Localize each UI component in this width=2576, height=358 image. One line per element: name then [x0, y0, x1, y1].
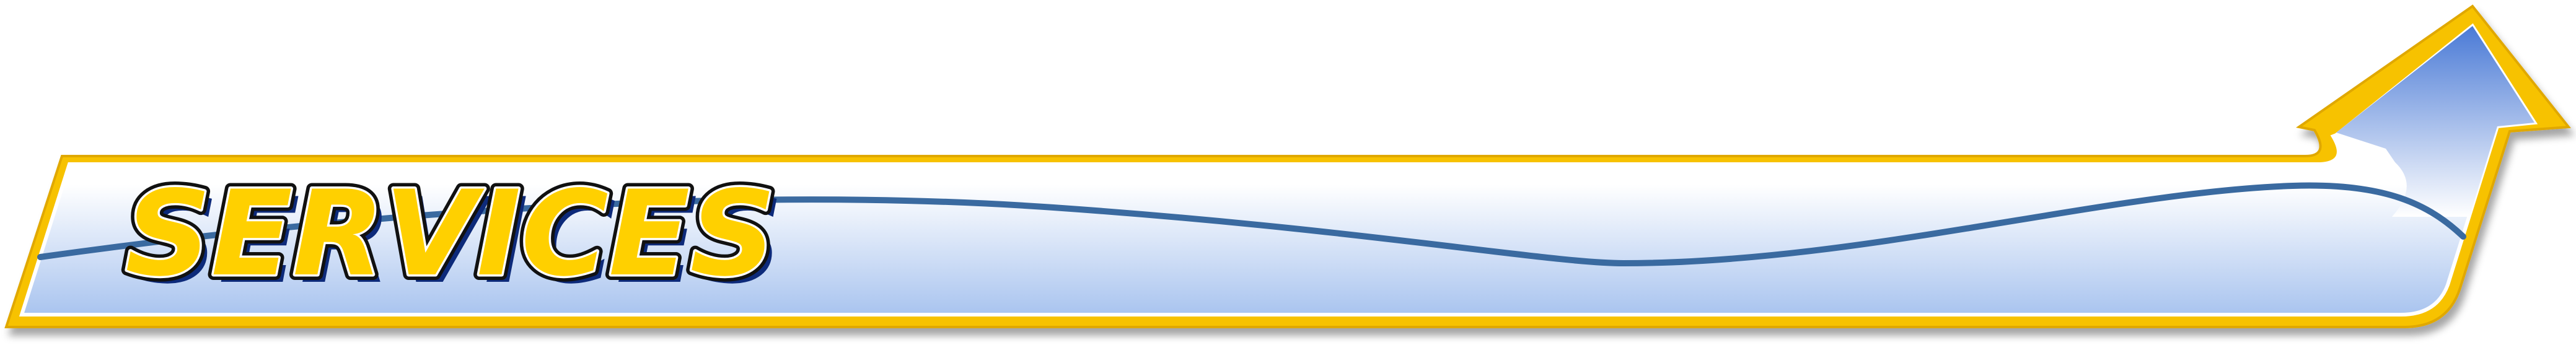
headline-title: SERVICES	[125, 165, 776, 302]
headline-inner-outline: SERVICES	[125, 165, 776, 302]
up-arrow-icon	[2336, 26, 2534, 217]
headline-shadow: SERVICES	[133, 173, 783, 310]
headline-group: SERVICES SERVICES SERVICES SERVICES	[120, 160, 783, 310]
swoosh-line	[37, 182, 2466, 267]
headline-outline: SERVICES	[125, 165, 776, 302]
